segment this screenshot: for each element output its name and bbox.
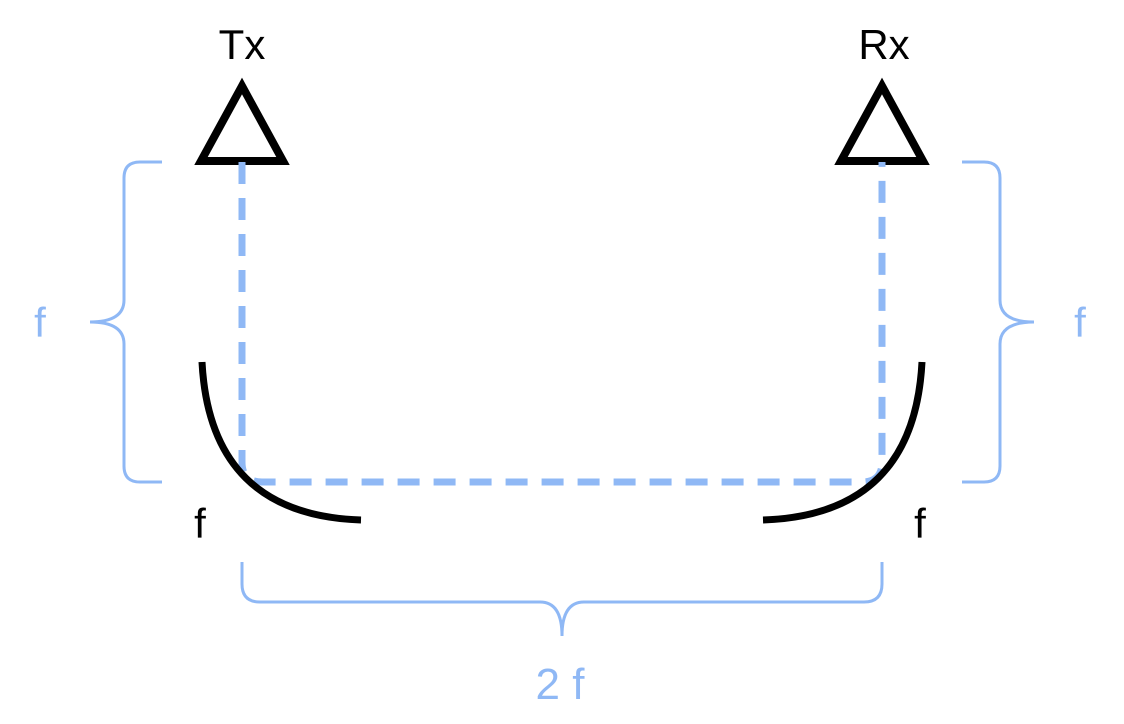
- left-distance-label: f: [34, 299, 46, 346]
- right-mirror-focal-label: f: [914, 500, 926, 547]
- receiver-label: Rx: [858, 21, 909, 68]
- beam-path: [238, 162, 886, 486]
- right-distance-label: f: [1074, 299, 1086, 346]
- left-mirror: [198, 361, 362, 524]
- right-distance-brace: [962, 160, 1035, 484]
- baseline-distance-label: 2 f: [536, 660, 586, 709]
- left-distance-brace: [89, 160, 162, 484]
- right-mirror: [762, 361, 926, 524]
- receiver-antenna: Rx: [834, 21, 930, 165]
- left-mirror-focal-label: f: [194, 500, 206, 547]
- transmitter-antenna: Tx: [194, 21, 290, 165]
- transmitter-label: Tx: [219, 21, 266, 68]
- receiver-triangle-icon: [834, 77, 930, 165]
- transmitter-triangle-icon: [194, 77, 290, 165]
- baseline-distance-brace: [240, 562, 884, 637]
